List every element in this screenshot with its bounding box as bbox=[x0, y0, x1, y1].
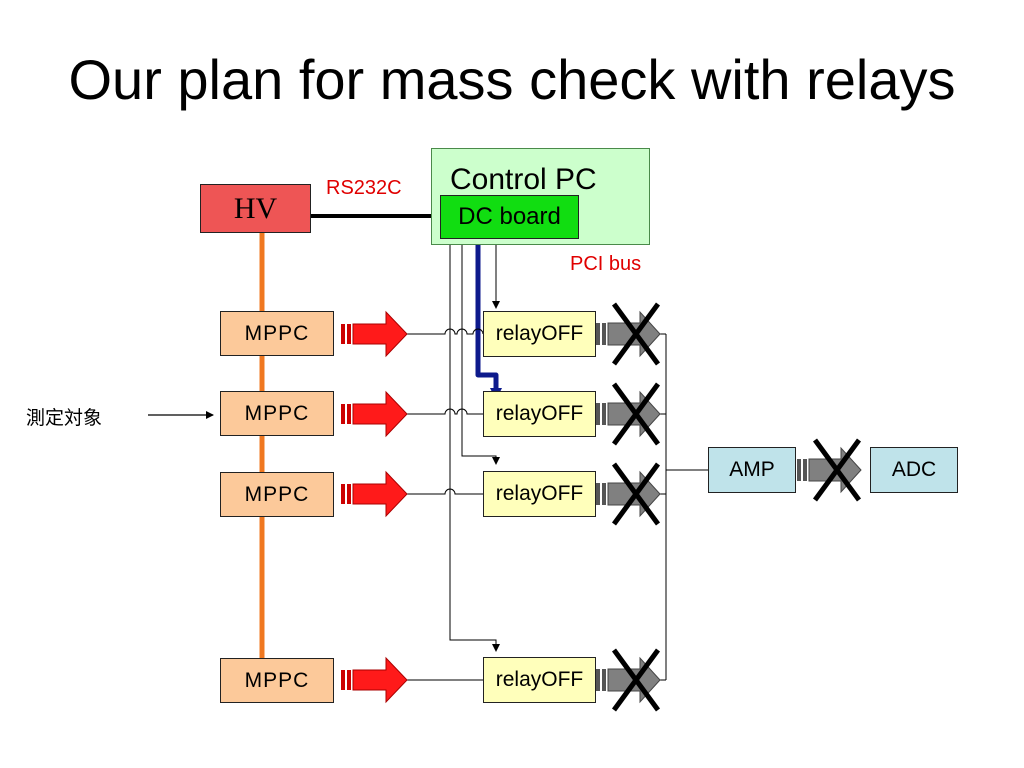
off-connector bbox=[596, 304, 660, 364]
relay-box-2: relayOFF bbox=[483, 391, 596, 437]
signal-arrow bbox=[340, 311, 408, 357]
pci-bus-label: PCI bus bbox=[570, 253, 642, 275]
control-pc-label: Control PC bbox=[450, 163, 597, 196]
mppc-box-4: MPPC bbox=[220, 658, 334, 703]
output-bus bbox=[658, 333, 708, 681]
signal-lines bbox=[407, 328, 484, 681]
relay-box-1: relayOFF bbox=[483, 311, 596, 357]
off-connector bbox=[797, 440, 861, 500]
hv-box: HV bbox=[200, 184, 311, 233]
mppc-box-3: MPPC bbox=[220, 472, 334, 517]
mppc-box-2: MPPC bbox=[220, 391, 334, 436]
measurement-target-label: 測定対象 bbox=[26, 407, 103, 429]
relay-box-4: relayOFF bbox=[483, 657, 596, 703]
signal-arrow bbox=[340, 391, 408, 437]
amp-box: AMP bbox=[708, 447, 796, 493]
mppc-box-1: MPPC bbox=[220, 311, 334, 356]
slide-title: Our plan for mass check with relays bbox=[68, 48, 956, 111]
signal-arrow bbox=[340, 657, 408, 703]
relay-box-3: relayOFF bbox=[483, 471, 596, 517]
off-connector bbox=[596, 650, 660, 710]
off-connector bbox=[596, 384, 660, 444]
off-connector bbox=[596, 464, 660, 524]
adc-box: ADC bbox=[870, 447, 958, 493]
rs232c-label: RS232C bbox=[326, 177, 402, 199]
control-wires bbox=[449, 244, 500, 652]
pci-bus-line bbox=[475, 242, 502, 400]
signal-arrow bbox=[340, 471, 408, 517]
dc-board-box: DC board bbox=[440, 195, 579, 239]
